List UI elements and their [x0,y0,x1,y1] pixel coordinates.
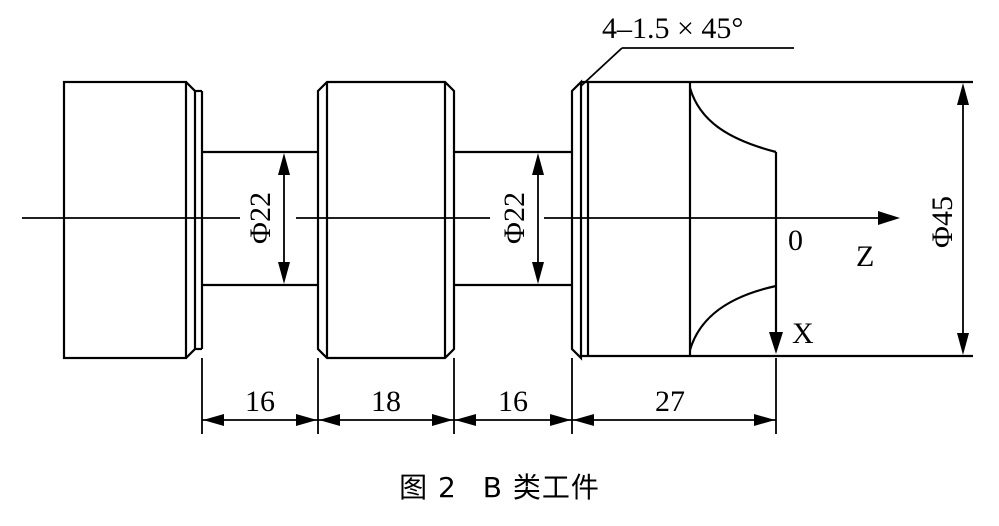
figure-number: 图 2 [399,471,457,504]
z-axis-arrowhead [878,211,900,225]
right-head-chamfer [570,79,583,361]
length-16-a-arrow-right [296,414,317,426]
diameter-22-left-label: Φ22 [244,192,277,244]
length-27-arrow-left [573,414,594,426]
diameter-45-arrow-top [957,83,969,105]
left-collar-chamfer [185,81,204,359]
chamfer-leader-diagonal [580,47,623,87]
diameter-22-left-arrow-top [278,153,290,175]
figure-title: B 类工件 [482,471,600,504]
diameter-22-right-label: Φ22 [498,192,531,244]
length-16-b-label: 16 [498,385,528,418]
x-axis-label: X [792,317,814,350]
length-16-a-arrow-left [203,414,224,426]
left-collar [62,80,188,360]
diameter-22-right-arrow-bottom [532,262,544,284]
concave-profile-bottom [688,284,777,351]
z-axis-label: Z [856,240,874,273]
figure-caption: 图 2 B 类工件 [0,466,999,506]
x-axis-arrowhead [769,332,783,354]
length-27-arrow-right [754,414,775,426]
length-18-label: 18 [371,385,401,418]
length-18-arrow-right [432,414,453,426]
length-16-a-label: 16 [245,385,275,418]
length-27-label: 27 [655,385,685,418]
length-16-b-arrow-right [550,414,571,426]
chamfer-label: 4–1.5 × 45° [602,12,743,45]
diameter-45-arrow-bottom [957,333,969,355]
length-16-b-arrow-left [455,414,476,426]
length-18-arrow-left [319,414,340,426]
middle-collar [316,80,456,360]
concave-profile-top [688,87,777,154]
diameter-22-right-arrow-top [532,153,544,175]
origin-label: 0 [788,224,803,257]
diameter-45-label: Φ45 [926,196,959,248]
diameter-22-left-arrow-bottom [278,262,290,284]
